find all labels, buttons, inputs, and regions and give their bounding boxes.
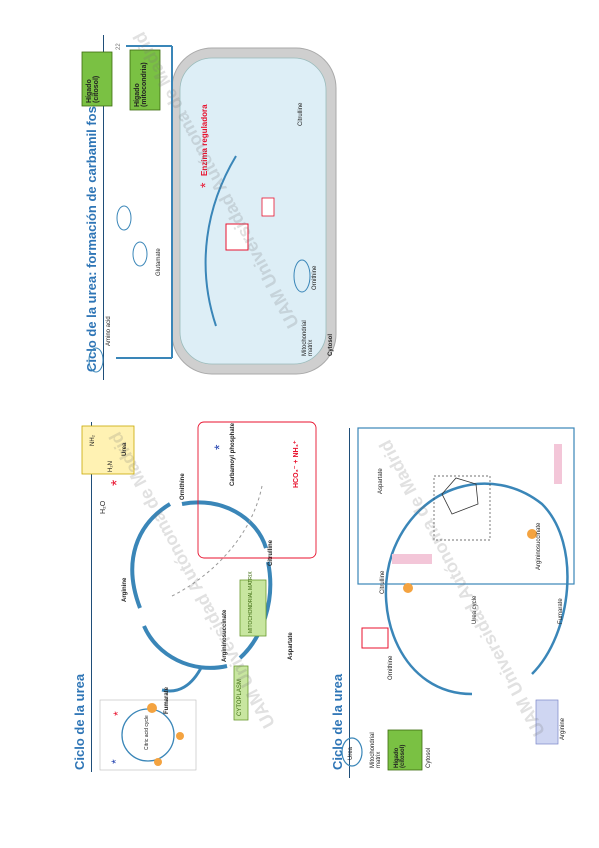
urea-box xyxy=(81,425,135,475)
higado-citosol-box-3 xyxy=(387,729,423,771)
atp-ring xyxy=(441,477,479,515)
label-citric-acid-cycle: Citric acid cycle xyxy=(144,715,150,750)
label-arginine: Arginine xyxy=(122,577,128,602)
label-h2n: H₂N xyxy=(108,461,114,472)
label-ornithine-3: Ornithine xyxy=(388,655,394,680)
label-hco3-nh4: HCO₃⁻ + NH₄⁺ xyxy=(293,440,300,488)
cytoplasm-box xyxy=(233,665,249,721)
dashed-box xyxy=(433,475,491,541)
slide3-diagram xyxy=(341,427,575,771)
cycle-arrow-left xyxy=(142,625,228,670)
label-citrulline-2: Citrulline xyxy=(298,102,304,126)
label-higado-citosol-3: Hígado (citosol) xyxy=(394,744,406,768)
arginine-box xyxy=(535,699,559,745)
regulator-box-3 xyxy=(361,627,389,649)
label-argininosuccinate-3: Argininosuccinate xyxy=(536,522,542,570)
regulator-star: * xyxy=(197,182,213,188)
label-fumarate: Fumarate xyxy=(164,686,170,714)
slide-urea-cycle-overview: Ciclo de la urea * * * xyxy=(62,408,326,786)
label-cytosol-2: Cytosol xyxy=(328,333,334,356)
label-cytosol-3: Cytosol xyxy=(426,747,432,768)
label-aspartate-3: Aspartate xyxy=(378,468,384,494)
mitochondrion-inner xyxy=(179,57,327,365)
pink-highlight-2 xyxy=(392,554,432,564)
label-arginine-3: Arginine xyxy=(560,717,566,740)
nh3-ellipse-2 xyxy=(116,205,132,231)
label-mito-matrix-3: Mitochondrial matrix xyxy=(370,732,382,768)
pink-highlight-1 xyxy=(554,444,562,484)
higado-mito-box xyxy=(129,49,161,111)
label-fumarate-3: Fumarate xyxy=(558,598,564,624)
label-citrulline: Citrulline xyxy=(268,539,274,566)
label-h2o: H₂O xyxy=(100,500,107,514)
atp-badge-2 xyxy=(527,529,537,539)
mito-matrix-box xyxy=(239,579,267,637)
label-ornithine: Ornithine xyxy=(180,473,186,500)
citric-acid-inset xyxy=(99,699,197,771)
slide1-diagram: * * * * xyxy=(81,421,317,771)
label-ornithine-2: Ornithine xyxy=(312,265,318,290)
label-carbamoyl-phosphate: Carbamoyl phosphate xyxy=(230,422,236,486)
citric-acid-star-red: * xyxy=(111,711,125,716)
citric-acid-badge-3 xyxy=(154,758,162,766)
regulator-box xyxy=(225,223,249,251)
label-amino-acid-2: Amino acid xyxy=(106,316,112,346)
label-mito-matrix-2: Mitochondrial matrix xyxy=(302,320,314,356)
urea-ellipse xyxy=(341,737,363,767)
urea-star: * xyxy=(109,480,126,486)
mito-compartment xyxy=(357,427,575,585)
urea-cycle-arc xyxy=(384,482,569,696)
slide-carbamoyl-phosphate-formation: Ciclo de la urea: formación de carbamil … xyxy=(76,28,340,386)
citric-acid-badge-1 xyxy=(147,703,157,713)
label-citrulline-3: Citrulline xyxy=(380,570,386,594)
label-nh2: NH₂ xyxy=(90,435,96,446)
citric-acid-star-blue: * xyxy=(109,759,123,764)
citric-acid-badge-2 xyxy=(176,732,184,740)
cycle-arrow-right xyxy=(181,500,268,549)
cycle-arrow-upper xyxy=(130,502,172,609)
mito-border-box xyxy=(197,421,317,559)
carbamoyl-star: * xyxy=(211,444,227,450)
higado-citosol-box xyxy=(81,51,113,107)
slide-urea-cycle-detail: Ciclo de la urea Hígado (citosol xyxy=(322,418,584,784)
atp-badge-1 xyxy=(403,583,413,593)
label-aspartate: Aspartate xyxy=(288,632,294,660)
fumarate-arrow xyxy=(161,665,204,693)
flow-arrow-inner xyxy=(204,155,237,327)
ornithine-ellipse xyxy=(293,259,311,293)
nh4-box xyxy=(261,197,275,217)
nh3-ellipse-1 xyxy=(88,347,104,373)
nh3-ellipse-3 xyxy=(132,241,148,267)
label-mito-matrix: MITOCHONDRIAL MATRIX xyxy=(248,571,254,633)
label-glutamate-2: Glutamate xyxy=(156,248,162,276)
label-urea-3: Urea xyxy=(348,746,354,760)
slide2-diagram: * xyxy=(81,45,337,375)
label-higado-citosol: Hígado (citosol) xyxy=(86,75,100,103)
label-page-number: 22 xyxy=(116,43,122,50)
